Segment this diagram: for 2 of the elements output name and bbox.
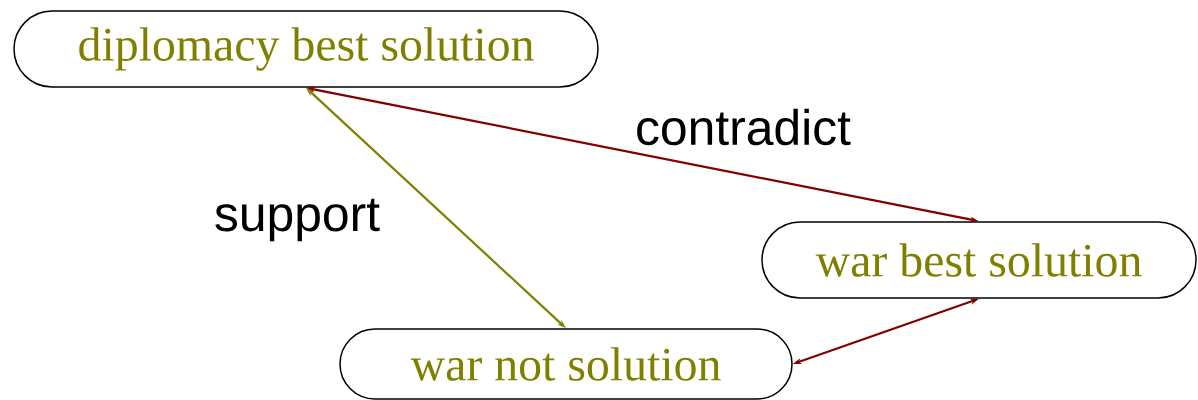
edge-label: contradict — [634, 107, 852, 147]
edge-label: support — [212, 197, 382, 243]
